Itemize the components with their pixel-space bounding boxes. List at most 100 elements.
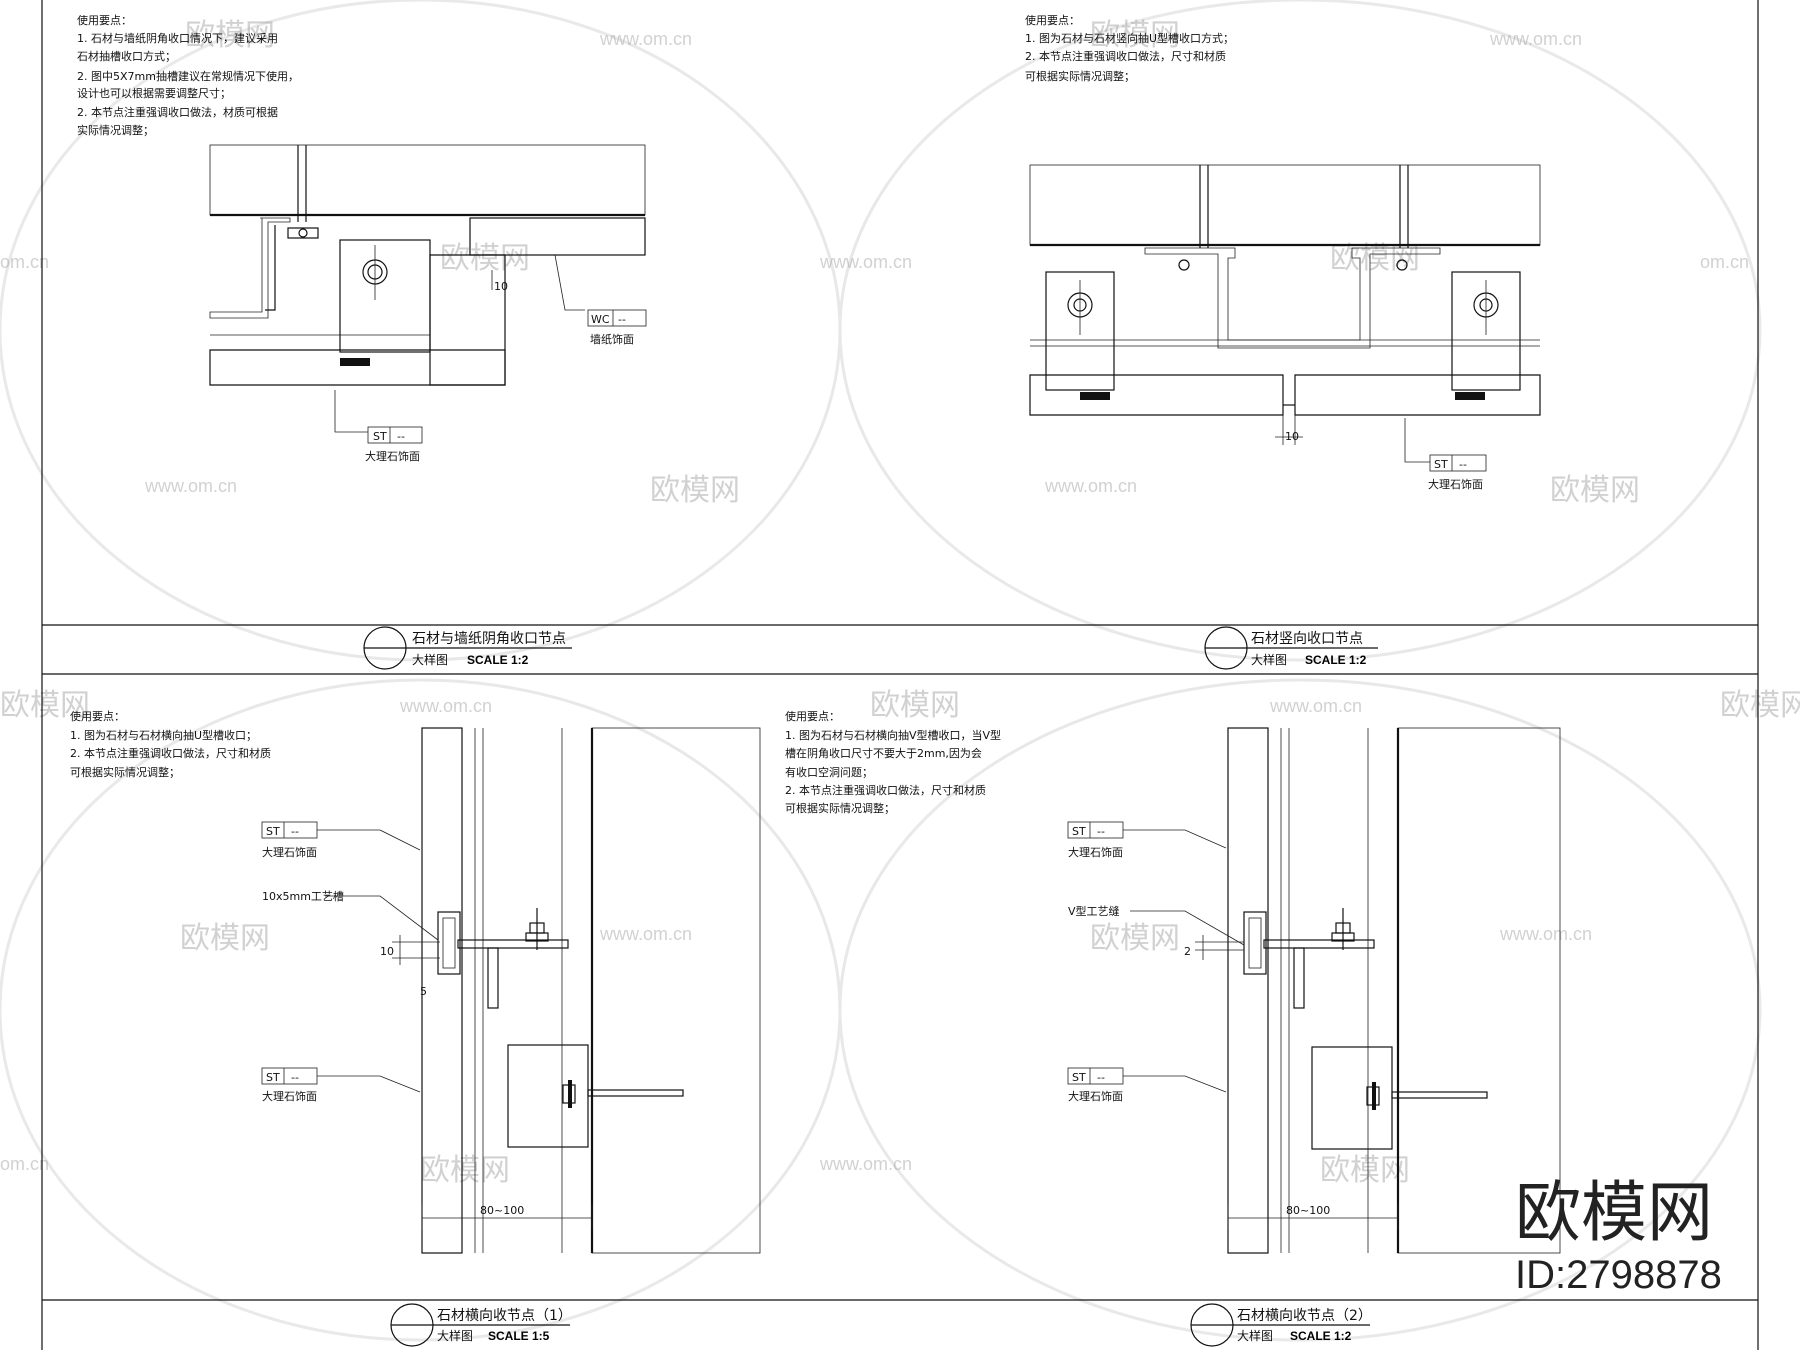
callout-label: V型工艺缝	[1068, 904, 1120, 918]
note-line: 可根据实际情况调整；	[70, 765, 180, 779]
note-line: 1. 图为石材与石材横向抽U型槽收口；	[70, 728, 257, 742]
stone-slab	[421, 727, 463, 1254]
note-line: 2. 本节点注重强调收口做法，材质可根据	[77, 105, 278, 119]
note-line: 石材抽槽收口方式；	[77, 49, 176, 63]
clip-bracket	[1045, 271, 1115, 391]
note-line: 设计也可以根据需要调整尺寸；	[77, 86, 231, 100]
material-label: 大理石饰面	[1068, 1089, 1123, 1103]
material-label: 大理石饰面	[1068, 845, 1123, 859]
anchor-bracket	[507, 1044, 589, 1148]
tag-dash: --	[291, 1071, 299, 1084]
watermark-brand: 欧模网	[180, 922, 270, 955]
stone-slab	[1029, 374, 1284, 416]
clip-bracket	[339, 239, 431, 353]
brand-name: 欧模网	[1515, 1174, 1713, 1251]
detail-subtitle: 大样图	[412, 652, 448, 667]
watermark-site: www.om.cn	[1044, 476, 1137, 496]
tag-code: WC	[591, 313, 610, 326]
watermark-site: www.om.cn	[1269, 696, 1362, 716]
note-line: 2. 本节点注重强调收口做法，尺寸和材质	[70, 746, 271, 760]
anchor-bracket	[1311, 1046, 1393, 1150]
panel-title-block: 石材横向收节点（2） 大样图 SCALE 1:2	[1190, 1303, 1372, 1347]
watermark-layer	[0, 0, 1762, 1342]
watermark-brand: 欧模网	[440, 242, 530, 275]
panel-title-block: 石材竖向收口节点 大样图 SCALE 1:2	[1204, 626, 1378, 670]
dimension-text: 5	[420, 985, 427, 998]
stone-slab	[209, 349, 506, 386]
watermark-site: www.om.cn	[819, 1154, 912, 1174]
note-line: 使用要点：	[785, 710, 840, 723]
clip-bracket	[1451, 271, 1521, 391]
tag-dash: --	[1459, 458, 1467, 471]
note-line: 槽在阴角收口尺寸不要大于2mm,因为会	[785, 746, 982, 760]
tag-dash: --	[397, 430, 405, 443]
panel-notes: 使用要点： 1. 图为石材与石材横向抽U型槽收口； 2. 本节点注重强调收口做法…	[70, 710, 271, 779]
panel-stone-horizontal-joint-1: 使用要点： 1. 图为石材与石材横向抽U型槽收口； 2. 本节点注重强调收口做法…	[70, 710, 761, 1347]
panel-stone-horizontal-joint-2: 使用要点： 1. 图为石材与石材横向抽V型槽收口，当V型 槽在阴角收口尺寸不要大…	[785, 710, 1561, 1347]
watermark-brand: 欧模网	[420, 1154, 510, 1187]
material-label: 大理石饰面	[365, 449, 420, 463]
note-line: 可根据实际情况调整；	[785, 801, 895, 815]
note-line: 使用要点：	[70, 710, 125, 723]
wallpaper-board	[469, 217, 646, 256]
panel-notes: 使用要点： 1. 图为石材与石材竖向抽U型槽收口方式； 2. 本节点注重强调收口…	[1025, 14, 1234, 83]
dimension-text: 10	[494, 280, 508, 293]
dimension-text: 10	[380, 945, 394, 958]
note-line: 使用要点：	[77, 14, 132, 27]
note-line: 2. 本节点注重强调收口做法，尺寸和材质	[1025, 49, 1226, 63]
watermark-site: www.om.cn	[399, 696, 492, 716]
detail-scale: SCALE 1:2	[1290, 1329, 1352, 1343]
watermark-site: om.cn	[1700, 252, 1749, 272]
panel-notes: 使用要点： 1. 图为石材与石材横向抽V型槽收口，当V型 槽在阴角收口尺寸不要大…	[785, 710, 1001, 815]
watermark-site: www.om.cn	[1489, 29, 1582, 49]
watermark-site: www.om.cn	[599, 924, 692, 944]
note-line: 可根据实际情况调整；	[1025, 69, 1135, 83]
watermark-site: www.om.cn	[1499, 924, 1592, 944]
concrete-slab	[1029, 164, 1541, 246]
note-line: 1. 石材与墙纸阴角收口情况下，建议采用	[77, 31, 278, 45]
watermark-site: www.om.cn	[599, 29, 692, 49]
watermark-brand: 欧模网	[1550, 474, 1640, 507]
watermark-brand: 欧模网	[1720, 689, 1800, 722]
detail-title: 石材横向收节点（1）	[437, 1308, 572, 1324]
watermark-site: om.cn	[0, 1154, 49, 1174]
u-channel	[1144, 247, 1441, 349]
watermark-site: www.om.cn	[144, 476, 237, 496]
stone-slab	[1294, 374, 1541, 416]
detail-drawing: 10 ST -- 大理石饰面 WC -- 墙纸饰面	[209, 144, 647, 463]
watermark-site: om.cn	[0, 252, 49, 272]
detail-drawing: 10 5 80~100 ST -- 大理石饰面 10x5mm工艺槽 ST -- …	[261, 727, 761, 1254]
watermark-text-layer: 欧模网 欧模网 www.om.cn www.om.cn om.cn www.om…	[0, 19, 1800, 1187]
panel-title-block: 石材横向收节点（1） 大样图 SCALE 1:5	[390, 1303, 572, 1347]
detail-title: 石材与墙纸阴角收口节点	[412, 631, 566, 647]
sheet-frame	[41, 0, 1759, 1350]
watermark-brand: 欧模网	[870, 689, 960, 722]
callout-label: 10x5mm工艺槽	[262, 890, 344, 903]
concrete-slab	[209, 144, 646, 216]
panel-title-block: 石材与墙纸阴角收口节点 大样图 SCALE 1:2	[363, 626, 572, 670]
detail-title: 石材横向收节点（2）	[1237, 1308, 1372, 1324]
tag-code: ST	[373, 430, 387, 443]
note-line: 2. 本节点注重强调收口做法，尺寸和材质	[785, 783, 986, 797]
tag-dash: --	[291, 825, 299, 838]
material-label: 墙纸饰面	[590, 332, 634, 346]
detail-scale: SCALE 1:5	[488, 1329, 550, 1343]
tag-dash: --	[1097, 825, 1105, 838]
watermark-brand: 欧模网	[1090, 922, 1180, 955]
brand-logo: 欧模网 ID:2798878	[1515, 1174, 1722, 1297]
detail-title: 石材竖向收口节点	[1251, 631, 1363, 647]
model-id: ID:2798878	[1515, 1253, 1722, 1297]
watermark-brand: 欧模网	[650, 474, 740, 507]
detail-subtitle: 大样图	[437, 1328, 473, 1343]
watermark-brand: 欧模网	[1090, 19, 1180, 52]
concrete-wall	[591, 727, 761, 1254]
note-line: 实际情况调整；	[77, 123, 154, 137]
tag-code: ST	[266, 825, 280, 838]
note-line: 使用要点：	[1025, 14, 1080, 27]
tag-code: ST	[1434, 458, 1448, 471]
note-line: 1. 图为石材与石材竖向抽U型槽收口方式；	[1025, 31, 1234, 45]
watermark-brand: 欧模网	[185, 19, 275, 52]
detail-drawing: 10 ST -- 大理石饰面	[1029, 164, 1541, 491]
dimension-text: 80~100	[480, 1204, 524, 1217]
detail-subtitle: 大样图	[1237, 1328, 1273, 1343]
